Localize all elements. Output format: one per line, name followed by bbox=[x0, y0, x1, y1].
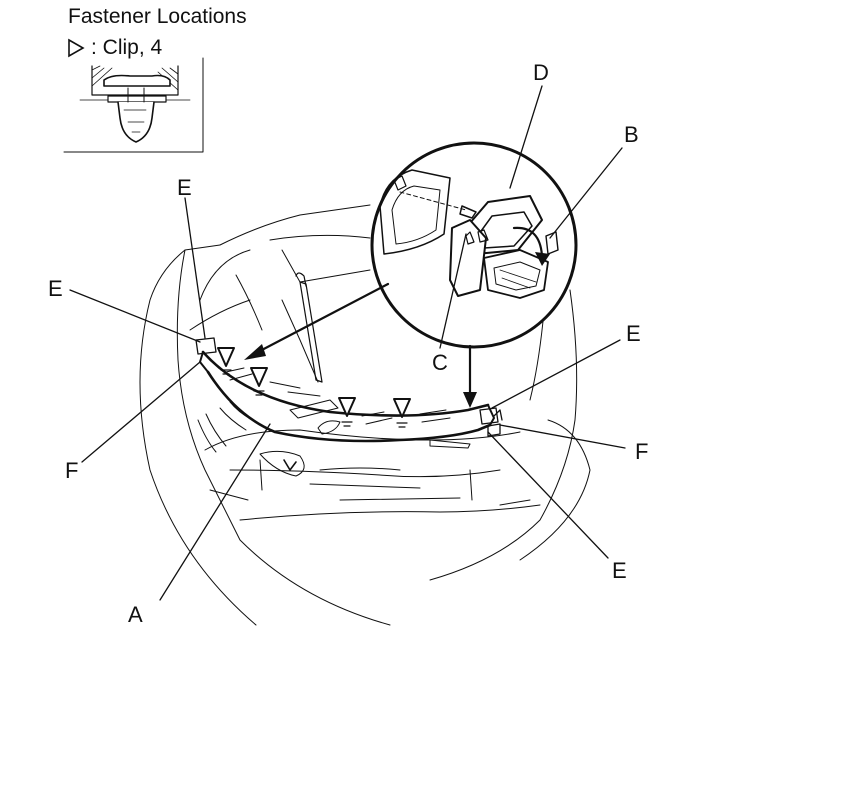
detail-pointer-arrows bbox=[244, 282, 477, 408]
detail-circle bbox=[370, 141, 578, 349]
trunk-light-assembly bbox=[379, 169, 559, 299]
leader-d bbox=[509, 85, 543, 189]
callout-a: A bbox=[128, 602, 143, 627]
clip-marker-1 bbox=[217, 347, 235, 375]
callout-e-top-left: E bbox=[177, 175, 192, 200]
hollow-triangle-icon bbox=[68, 38, 85, 58]
leader-f-left bbox=[81, 361, 201, 463]
clip-marker-4 bbox=[393, 398, 411, 428]
legend-clip-entry: : Clip, 4 bbox=[67, 36, 162, 60]
leader-e-right-bottom bbox=[487, 431, 609, 559]
leader-c bbox=[439, 233, 467, 349]
leader-e-right-top bbox=[491, 339, 621, 409]
callout-f-left: F bbox=[65, 458, 78, 483]
clip-marker-3 bbox=[338, 397, 356, 427]
leader-e-left bbox=[69, 289, 201, 343]
panel-tabs bbox=[195, 337, 503, 437]
legend-title: Fastener Locations bbox=[68, 5, 247, 28]
callout-d: D bbox=[533, 60, 549, 85]
leader-f-right bbox=[499, 424, 626, 449]
callout-e-right-top: E bbox=[626, 321, 641, 346]
callout-leaders bbox=[69, 85, 626, 601]
callout-e-left: E bbox=[48, 276, 63, 301]
clip-markers bbox=[217, 347, 411, 428]
car-body bbox=[139, 204, 591, 626]
leader-e-top-left bbox=[184, 197, 206, 339]
trim-panel-a bbox=[199, 350, 495, 443]
callout-f-right: F bbox=[635, 439, 648, 464]
callout-c: C bbox=[432, 350, 448, 375]
callout-e-right-bottom: E bbox=[612, 558, 627, 583]
leader-a bbox=[159, 423, 271, 601]
clip-marker-2 bbox=[250, 367, 268, 396]
leader-b bbox=[549, 147, 623, 239]
clip-detail-inset bbox=[63, 57, 204, 153]
removal-direction-arrow bbox=[512, 226, 544, 258]
legend-clip-label: : Clip, 4 bbox=[91, 36, 163, 59]
callout-b: B bbox=[624, 122, 639, 147]
